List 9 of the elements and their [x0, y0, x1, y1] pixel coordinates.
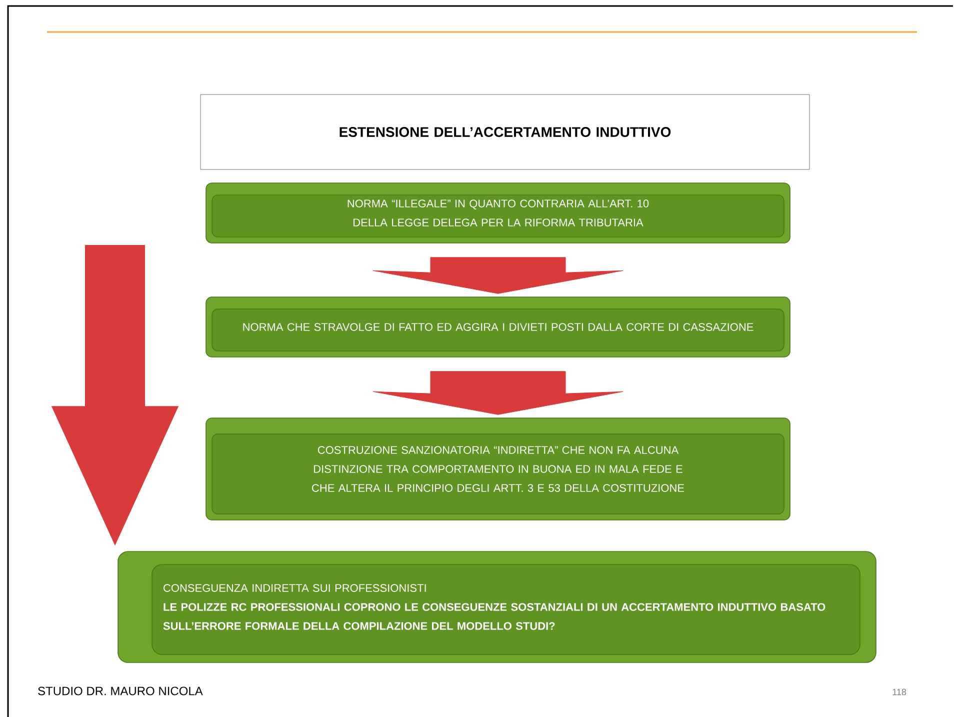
- process-box: NORMA CHE STRAVOLGE DI FATTO ED AGGIRA I DIVIETI POSTI DALLA CORTE DI CASSAZIONE: [206, 296, 790, 358]
- title-box: ESTENSIONE DELL’ACCERTAMENTO INDUTTIVO: [200, 94, 810, 170]
- arrow: [372, 257, 624, 294]
- footer-text: STUDIO DR. MAURO NICOLA: [38, 686, 203, 696]
- arrow: [372, 371, 624, 415]
- page-number: 118: [892, 688, 906, 696]
- conclusion-box: CONSEGUENZA INDIRETTA SUI PROFESSIONISTI LE POLIZZE RC PROFESSIONALI COPRONO LE CONSEGUENZE SOSTANZIALI DI UN ACCERTAMENTO INDUTTIVO BASATO SULL’ERRORE FORMALE DELLA COMPILAZIONE DEL MODELLO STUDI?: [118, 551, 876, 663]
- process-box: COSTRUZIONE SANZIONATORIA “INDIRETTA” CHE NON FA ALCUNA DISTINZIONE TRA COMPORTAMENTO IN BUONA ED IN MALA FEDE E CHE ALTERA IL PRINCIPIO DEGLI ARTT. 3 E 53 DELLA COSTITUZIONE: [206, 418, 790, 520]
- process-box: NORMA “ILLEGALE” IN QUANTO CONTRARIA ALL’ART. 10 DELLA LEGGE DELEGA PER LA RIFORMA TRIBUTARIA: [206, 182, 790, 244]
